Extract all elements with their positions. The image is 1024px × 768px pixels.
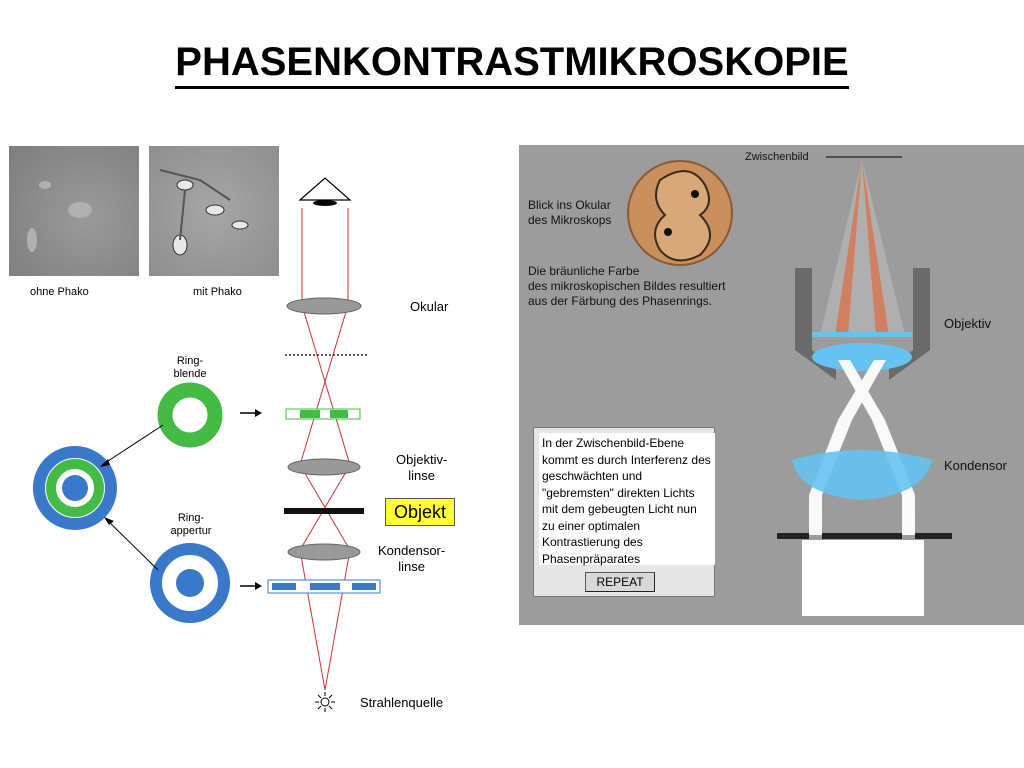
label-zwischenbild: Zwischenbild bbox=[745, 150, 809, 165]
info-text: In der Zwischenbild-Ebene kommt es durch… bbox=[539, 433, 715, 565]
label-objektiv: Objektiv bbox=[944, 316, 991, 331]
label-blick-ins-okular: Blick ins Okular des Mikroskops bbox=[528, 198, 611, 228]
light-source-box bbox=[802, 540, 924, 616]
label-kondensor: Kondensor bbox=[944, 458, 1007, 473]
objektiv-phase-plate bbox=[812, 332, 912, 337]
objektiv-lens-right bbox=[812, 343, 912, 371]
label-braeunliche-farbe: Die bräunliche Farbe des mikroskopischen… bbox=[528, 264, 725, 309]
cell-image bbox=[655, 171, 710, 260]
repeat-button[interactable]: REPEAT bbox=[585, 572, 655, 592]
